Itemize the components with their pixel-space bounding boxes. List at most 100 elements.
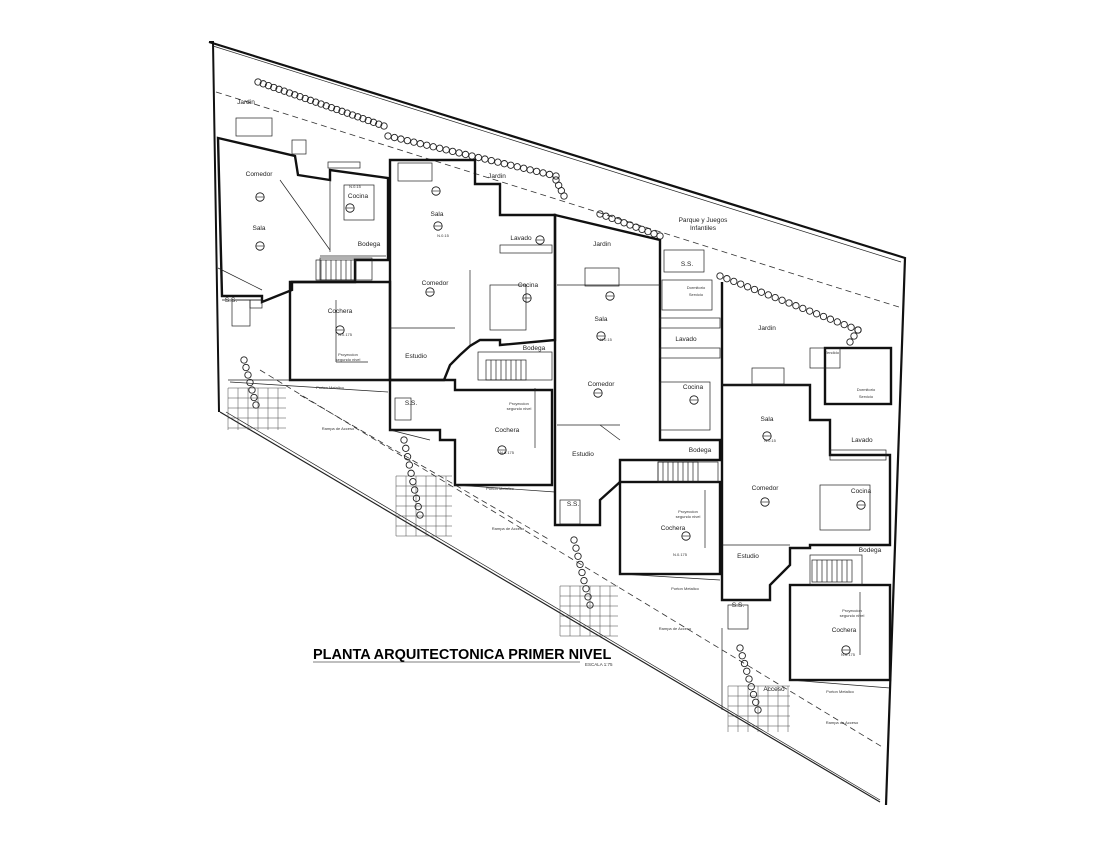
level-c1: N.0.15 — [349, 184, 362, 189]
shrub — [259, 80, 267, 88]
label-estudio-2: Estudio — [405, 353, 427, 360]
shrub — [833, 318, 841, 326]
level-marker — [593, 388, 603, 398]
shrub — [745, 675, 753, 683]
shrub — [306, 96, 315, 104]
shrub — [338, 107, 346, 115]
shrub — [487, 156, 496, 165]
shrub — [384, 132, 392, 140]
shrub — [369, 118, 378, 126]
label-ss-3b: S.S. — [681, 261, 693, 268]
note-proyeccion-4: Proyeccion — [842, 608, 862, 613]
label-servicio-3: Servicio — [689, 292, 704, 297]
shrub — [317, 100, 325, 108]
shrub — [584, 593, 592, 601]
shrub — [429, 143, 437, 151]
shrub — [846, 338, 854, 346]
label-estudio-3: Estudio — [572, 451, 594, 458]
shrub — [602, 212, 610, 220]
label-ss-4: S.S. — [732, 602, 744, 609]
level-marker — [535, 235, 545, 245]
shrub — [620, 219, 628, 227]
label-cochera-2: Cochera — [495, 427, 520, 434]
shrub — [423, 141, 431, 149]
level-marker — [433, 221, 443, 231]
label-cocina-2: Cocina — [518, 282, 539, 289]
shrub — [799, 304, 807, 313]
label-ss-1: S.S. — [225, 297, 237, 304]
level-marker — [497, 445, 507, 455]
shrub — [812, 310, 821, 318]
level-marker — [255, 241, 265, 251]
shrub — [785, 299, 793, 307]
shrub — [854, 326, 862, 334]
shrub — [416, 511, 424, 519]
shrub — [246, 378, 254, 387]
shrub — [400, 436, 408, 444]
level-marker — [255, 192, 265, 202]
shrub — [354, 113, 362, 121]
level-coch2: N.0.175 — [500, 450, 515, 455]
label-comedor-1: Comedor — [246, 171, 274, 178]
label-lavado-4: Lavado — [851, 437, 873, 444]
shrub — [638, 225, 646, 234]
note-segundo-nivel-1: segundo nivel — [336, 357, 361, 362]
label-cochera-4: Cochera — [832, 627, 857, 634]
shrub — [582, 585, 590, 593]
shrub — [461, 150, 470, 159]
note-rampa-1: Rampa de Acceso — [322, 426, 355, 431]
shrub — [750, 285, 759, 294]
level-marker — [345, 203, 355, 213]
shrub — [296, 93, 304, 101]
level-markers — [255, 186, 866, 655]
level-s3: N.0.15 — [600, 337, 613, 342]
level-marker — [335, 325, 345, 335]
shrub — [250, 393, 258, 402]
note-porton-3: Porton Metalico — [671, 586, 700, 591]
note-proyeccion-3: Proyeccion — [678, 509, 698, 514]
level-marker — [431, 186, 441, 196]
label-ss-3: S.S. — [567, 501, 579, 508]
shrub — [580, 576, 588, 585]
shrub — [301, 94, 309, 103]
note-rampa-3: Rampa de Acceso — [659, 626, 692, 631]
label-servicio-4: Servicio — [859, 394, 874, 399]
label-jardin-3: Jardin — [593, 241, 611, 248]
shrub — [312, 98, 320, 106]
label-infantiles: Infantiles — [690, 225, 717, 232]
shrub — [723, 275, 731, 283]
shrub — [771, 293, 779, 302]
shrub — [552, 172, 560, 180]
level-marker — [425, 287, 435, 297]
shrub — [826, 315, 835, 323]
label-dormitorio-3: Dormitorio — [687, 285, 706, 290]
label-acceso-4: Acceso — [763, 686, 785, 693]
label-comedor-4: Comedor — [752, 485, 780, 492]
level-marker — [762, 431, 772, 441]
shrub — [244, 371, 252, 379]
shrub — [792, 302, 800, 310]
shrub — [847, 323, 855, 331]
note-porton-4: Porton Metalico — [826, 689, 855, 694]
shrub — [743, 667, 751, 675]
hedge-row — [240, 78, 862, 714]
shrub — [405, 461, 413, 469]
level-marker — [856, 500, 866, 510]
shrub — [743, 283, 752, 291]
shrub — [840, 320, 848, 329]
shrub — [737, 280, 745, 288]
shrub — [403, 453, 412, 461]
shrub — [380, 122, 388, 130]
label-parque: Parque y Juegos — [679, 217, 729, 224]
label-sala-2: Sala — [430, 211, 443, 218]
shrub — [402, 444, 410, 452]
level-marker — [522, 293, 532, 303]
shrub — [526, 166, 534, 174]
shrub — [407, 469, 415, 477]
label-estudio-4: Estudio — [737, 553, 759, 560]
room-labels: Jardin Jardin Jardin Jardin Parque y Jue… — [225, 99, 882, 693]
stairs — [315, 259, 853, 583]
shrub — [716, 272, 724, 280]
label-jardin-2: Jardin — [488, 173, 506, 180]
level-s2: N.0.15 — [437, 233, 450, 238]
